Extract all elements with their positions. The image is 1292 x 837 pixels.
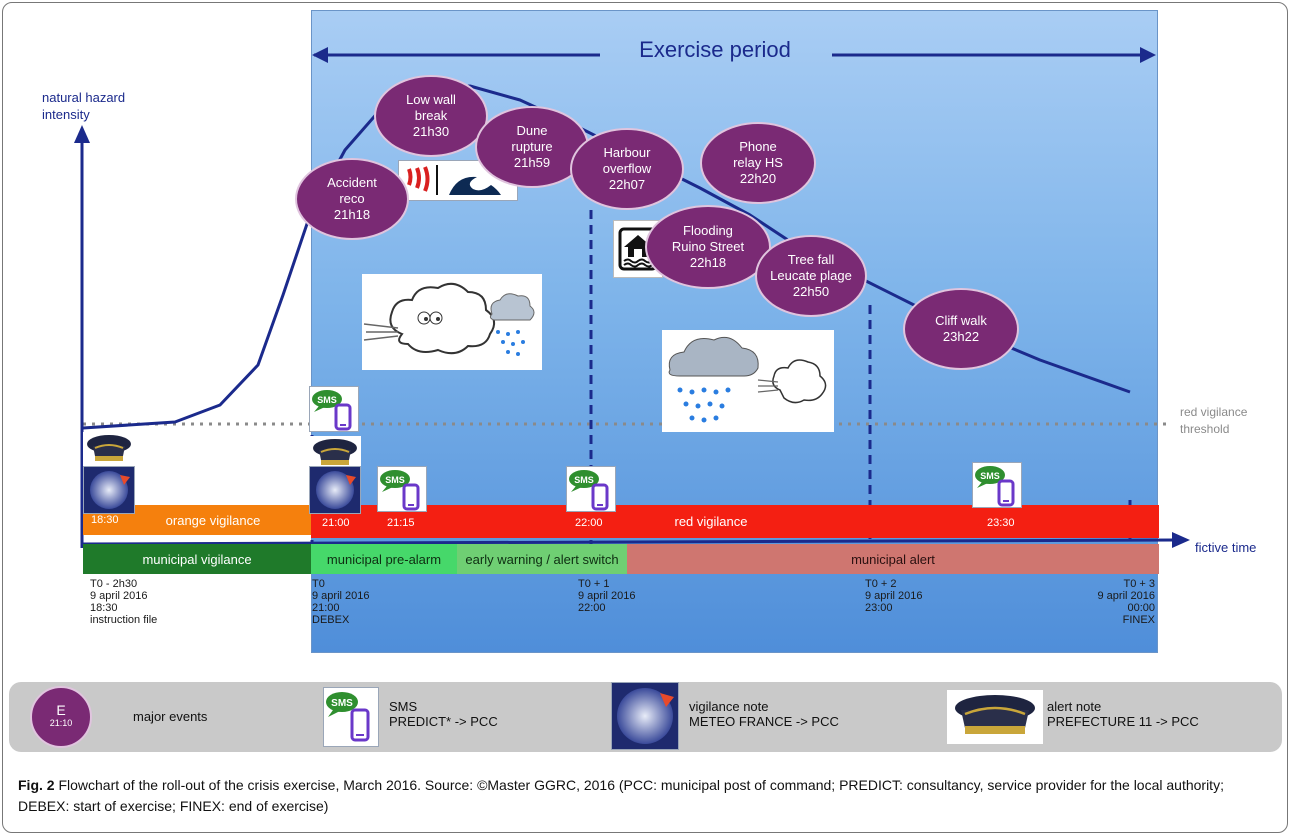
red-time-2200: 22:00 [575, 517, 603, 529]
sms-text: SMS [980, 471, 1000, 481]
sms-text: SMS [317, 395, 337, 405]
sms-text: SMS [385, 475, 405, 485]
event-cliff-walk: Cliff walk 23h22 [903, 288, 1019, 370]
timeline-t1: T0 + 1 9 april 2016 22:00 [578, 578, 636, 614]
sms-icon: SMS [972, 462, 1022, 508]
red-vigilance-bar: red vigilance [311, 505, 1159, 538]
phase-municipal-vigilance: municipal vigilance [83, 544, 311, 574]
phase-early-warning: early warning / alert switch [457, 544, 627, 574]
timeline-t0: T0 9 april 2016 21:00 DEBEX [312, 578, 370, 626]
legend-event-label: major events [133, 709, 208, 724]
alert-note-cap-icon [309, 436, 361, 470]
phase-municipal-pre-alarm: municipal pre-alarm [311, 544, 457, 574]
sms-icon: SMS [377, 466, 427, 512]
phase-municipal-alert-label: municipal alert [851, 551, 935, 567]
event-flooding-ruino: Flooding Ruino Street 22h18 [645, 205, 771, 289]
red-vigilance-label: red vigilance [674, 514, 748, 529]
phase-municipal-alert: municipal alert [627, 544, 1159, 574]
threshold-label: red vigilance threshold [1180, 405, 1248, 436]
red-time-2100: 21:00 [322, 517, 350, 529]
legend-sms-label: SMS PREDICT* -> PCC [389, 699, 498, 729]
event-tree-fall: Tree fall Leucate plage 22h50 [755, 235, 867, 317]
timeline-t3: T0 + 3 9 april 2016 00:00 FINEX [1097, 578, 1156, 626]
sms-text: SMS [331, 698, 353, 709]
legend-event-time: 21:10 [49, 718, 73, 728]
legend-vigilance-label: vigilance note METEO FRANCE -> PCC [689, 699, 839, 729]
phase-early-warning-label: early warning / alert switch [465, 551, 619, 567]
orange-vigilance-time: 18:30 [91, 514, 119, 526]
sms-icon: SMS [566, 466, 616, 512]
red-time-2330: 23:30 [987, 517, 1015, 529]
vigilance-note-icon [309, 466, 361, 514]
rain-wind-cloud-icon [662, 330, 834, 432]
y-axis-label: natural hazard intensity [42, 90, 126, 122]
orange-vigilance-bar: 18:30 orange vigilance [83, 505, 311, 535]
legend-sms-icon: SMS [323, 687, 379, 747]
timeline-t0-minus: T0 - 2h30 9 april 2016 18:30 instruction… [90, 578, 158, 626]
event-phone-relay: Phone relay HS 22h20 [700, 122, 816, 204]
figure-caption: Fig. 2 Flowchart of the roll-out of the … [18, 775, 1278, 817]
caption-text: Flowchart of the roll-out of the crisis … [18, 777, 1224, 814]
event-low-wall-break: Low wall break 21h30 [374, 75, 488, 157]
event-accident-reco: Accident reco 21h18 [295, 158, 409, 240]
timeline-t2: T0 + 2 9 april 2016 23:00 [865, 578, 923, 614]
x-axis-label: fictive time [1195, 540, 1257, 555]
alert-note-cap-icon [83, 432, 135, 466]
sms-icon: SMS [309, 386, 359, 432]
event-harbour-overflow: Harbour overflow 22h07 [570, 128, 684, 210]
sms-text: SMS [574, 475, 594, 485]
red-time-2115: 21:15 [387, 517, 415, 529]
caption-prefix: Fig. 2 [18, 777, 55, 793]
exercise-period-arrows [312, 47, 1156, 63]
legend-vigilance-note-icon [611, 682, 679, 750]
exercise-period-label: Exercise period [639, 37, 791, 62]
phase-municipal-pre-alarm-label: municipal pre-alarm [326, 551, 442, 567]
legend: E 21:10 major events SMS SMS PREDICT* ->… [9, 682, 1282, 752]
orange-vigilance-label: orange vigilance [165, 512, 261, 528]
legend-alert-note-icon [947, 690, 1043, 744]
wind-rain-cloud-icon [362, 274, 542, 370]
legend-event-circle: E 21:10 [30, 686, 92, 748]
vigilance-note-icon [83, 466, 135, 514]
phase-municipal-vigilance-label: municipal vigilance [142, 551, 252, 567]
legend-event-letter: E [56, 702, 66, 718]
x-axis [81, 538, 1176, 546]
legend-alert-label: alert note PREFECTURE 11 -> PCC [1047, 699, 1199, 729]
